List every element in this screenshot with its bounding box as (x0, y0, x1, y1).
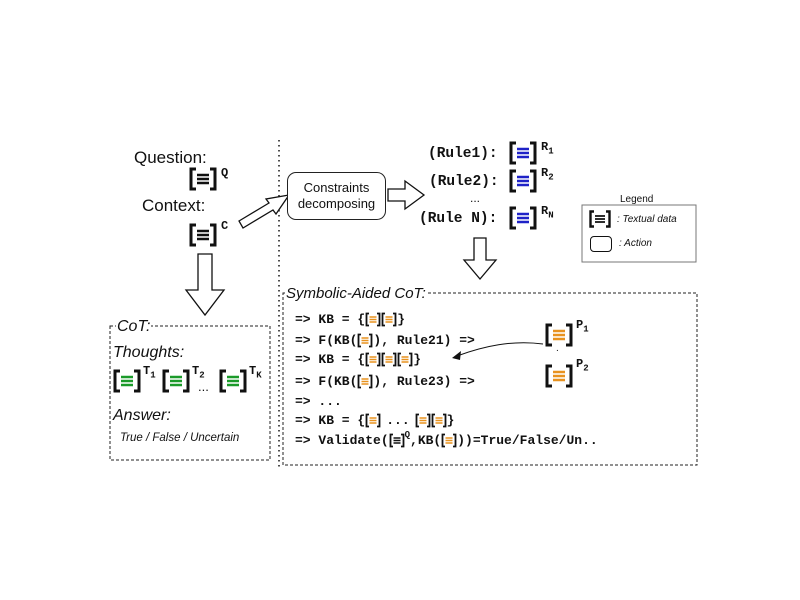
line-6-suffix: } (446, 413, 455, 428)
rule-2-doc-icon (509, 169, 537, 198)
arrow-context-to-cot (184, 253, 226, 317)
rule-2-superscript: R2 (541, 166, 554, 183)
line-1-prefix: => KB = { (295, 312, 366, 327)
arrow-action-to-rules (387, 179, 426, 211)
line-2-suffix: ), Rule21) => (373, 333, 475, 348)
context-label: Context: (142, 196, 206, 215)
legend-action-label: : Action (619, 238, 652, 249)
rules-ellipsis: ... (470, 191, 481, 205)
rule-n-superscript: RN (541, 204, 554, 221)
line-1-doc-icon-b (381, 312, 397, 327)
cot-title: CoT: (116, 318, 152, 336)
line-3-doc-icon-a (365, 352, 381, 367)
curved-arrow-p1-to-kb (456, 342, 544, 357)
rule-1-superscript: R1 (541, 140, 554, 157)
rule-1-label: (Rule1): (428, 146, 498, 162)
line-7-q-superscript: Q (404, 429, 411, 440)
line-1-doc-icon-a (365, 312, 381, 327)
thought-k-doc-icon (219, 369, 247, 398)
rule-2-label: (Rule2): (429, 174, 499, 190)
line-6-doc-icon-b (415, 413, 431, 428)
line-5-prefix: => ... (295, 394, 342, 409)
curved-arrow-head (452, 351, 461, 360)
constraints-decomposing-action: Constraints decomposing (287, 172, 386, 220)
line-4-prefix: => F(KB( (295, 374, 358, 389)
line-7-doc-icon (441, 433, 457, 448)
answer-label: Answer: (113, 407, 171, 424)
thought-1-superscript: T1 (143, 364, 156, 381)
question-superscript: Q (221, 166, 229, 180)
context-superscript: C (221, 219, 229, 233)
line-7-suffix: ))=True/False/Un.. (457, 433, 598, 448)
legend-box (581, 204, 697, 263)
legend-textual-label: : Textual data (617, 214, 677, 225)
thought-2-superscript: T2 (192, 364, 205, 381)
symbolic-line-4: => F(KB( ), Rule23) => (295, 374, 475, 389)
question-doc-icon (189, 167, 217, 196)
line-2-prefix: => F(KB( (295, 333, 358, 348)
arrow-rules-to-symbolic (462, 237, 498, 281)
p-dot: . (556, 343, 559, 354)
line-1-suffix: } (397, 312, 406, 327)
thought-1-doc-icon (113, 369, 141, 398)
thought-2-doc-icon (162, 369, 190, 398)
line-3-suffix: } (413, 352, 422, 367)
line-6-doc-icon-a (365, 413, 381, 428)
symbolic-line-2: => F(KB( ), Rule21) => (295, 333, 475, 348)
line-3-prefix: => KB = { (295, 352, 366, 367)
line-6-doc-icon-c (431, 413, 447, 428)
line-7-question-doc-icon (389, 433, 405, 448)
symbolic-line-5: => ... (295, 394, 342, 409)
cot-box-border (109, 325, 271, 461)
line-4-doc-icon (358, 374, 373, 389)
line-6-ellipsis: ... (386, 413, 410, 428)
symbolic-line-7: => Validate( Q ,KB( ))=True/False/Un.. (295, 429, 598, 449)
legend-title: Legend (620, 194, 654, 205)
action-line-1: Constraints (303, 180, 370, 195)
line-2-doc-icon (358, 333, 373, 348)
p2-doc-icon (545, 364, 573, 393)
symbolic-line-1: => KB = { } (295, 312, 405, 327)
rule-n-doc-icon (509, 206, 537, 235)
line-7-mid: ,KB( (410, 433, 442, 448)
p2-superscript: P2 (576, 357, 589, 374)
symbolic-line-6: => KB = { ... } (295, 413, 454, 428)
action-line-2: decomposing (297, 196, 376, 211)
legend-textual-icon (589, 210, 611, 233)
thoughts-label: Thoughts: (113, 344, 185, 361)
question-label: Question: (134, 148, 207, 167)
thoughts-ellipsis: ... (198, 379, 209, 394)
answer-value: True / False / Uncertain (120, 432, 240, 444)
p1-doc-icon (545, 323, 573, 352)
p1-superscript: P1 (576, 318, 589, 335)
line-3-doc-icon-c (397, 352, 413, 367)
rule-1-doc-icon (509, 141, 537, 170)
line-4-suffix: ), Rule23) => (373, 374, 475, 389)
line-6-prefix: => KB = { (295, 413, 366, 428)
rule-n-label: (Rule N): (419, 211, 498, 227)
context-doc-icon (189, 223, 217, 252)
thought-k-superscript: TK (249, 364, 262, 381)
symbolic-line-3: => KB = { } (295, 352, 421, 367)
line-3-doc-icon-b (381, 352, 397, 367)
line-7-prefix: => Validate( (295, 433, 389, 448)
symbolic-title: Symbolic-Aided CoT: (285, 285, 427, 302)
arrow-context-to-action (238, 194, 291, 229)
legend-action-icon (590, 236, 612, 252)
symbolic-box-border (282, 292, 698, 466)
